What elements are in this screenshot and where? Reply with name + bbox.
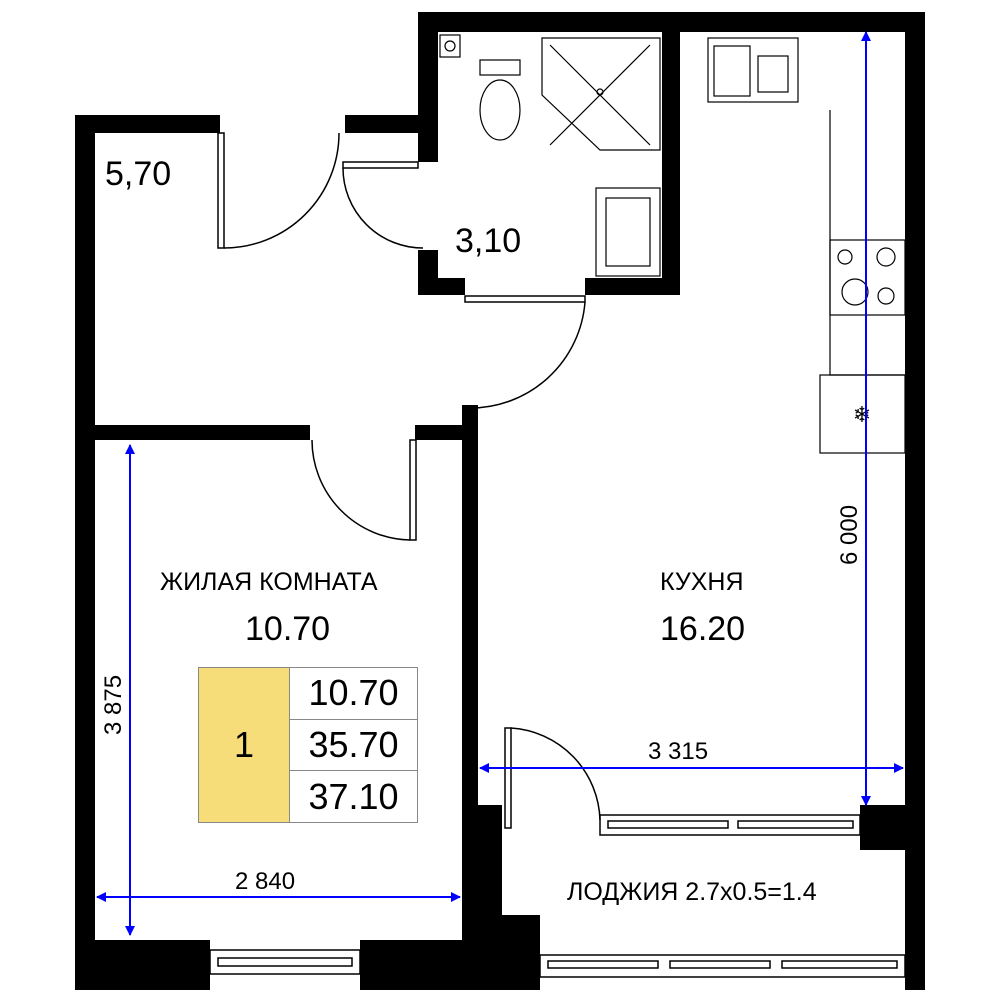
total-with-loggia-value: 37.10 <box>308 775 399 817</box>
kitchen-length-dimension: 6 000 <box>836 504 863 565</box>
windows <box>209 814 906 978</box>
kitchen-area: 16.20 <box>660 610 746 648</box>
living-area-value: 10.70 <box>290 668 417 720</box>
shower-icon <box>541 37 661 151</box>
bath-area-label: 3,10 <box>455 222 522 260</box>
living-room-name: ЖИЛАЯ КОМНАТА <box>160 568 378 596</box>
total-area-value: 35.70 <box>290 720 417 772</box>
room-width-text: 2 840 <box>235 868 296 895</box>
room-width-dimension: 2 840 <box>235 868 295 896</box>
sink-icon <box>595 187 661 277</box>
toilet-icon <box>479 59 521 76</box>
boiler-icon <box>439 34 461 58</box>
hall-area-label: 5,70 <box>105 155 172 193</box>
walls <box>75 12 925 990</box>
area-summary-table: 1 10.70 35.70 37.10 <box>198 667 418 823</box>
loggia-label: ЛОДЖИЯ 2.7x0.5=1.4 <box>567 878 817 906</box>
kitchen-width-dimension: 3 315 <box>648 738 709 765</box>
room-height-dimension: 3 875 <box>100 674 127 735</box>
doors <box>217 132 601 829</box>
svg-text:❄: ❄ <box>853 402 871 427</box>
living-room-area: 10.70 <box>245 610 331 648</box>
kitchen-name: КУХНЯ <box>660 568 744 596</box>
kitchen-sink-icon <box>707 37 799 103</box>
dimension-lines <box>96 31 904 936</box>
rooms-count: 1 <box>199 668 290 822</box>
